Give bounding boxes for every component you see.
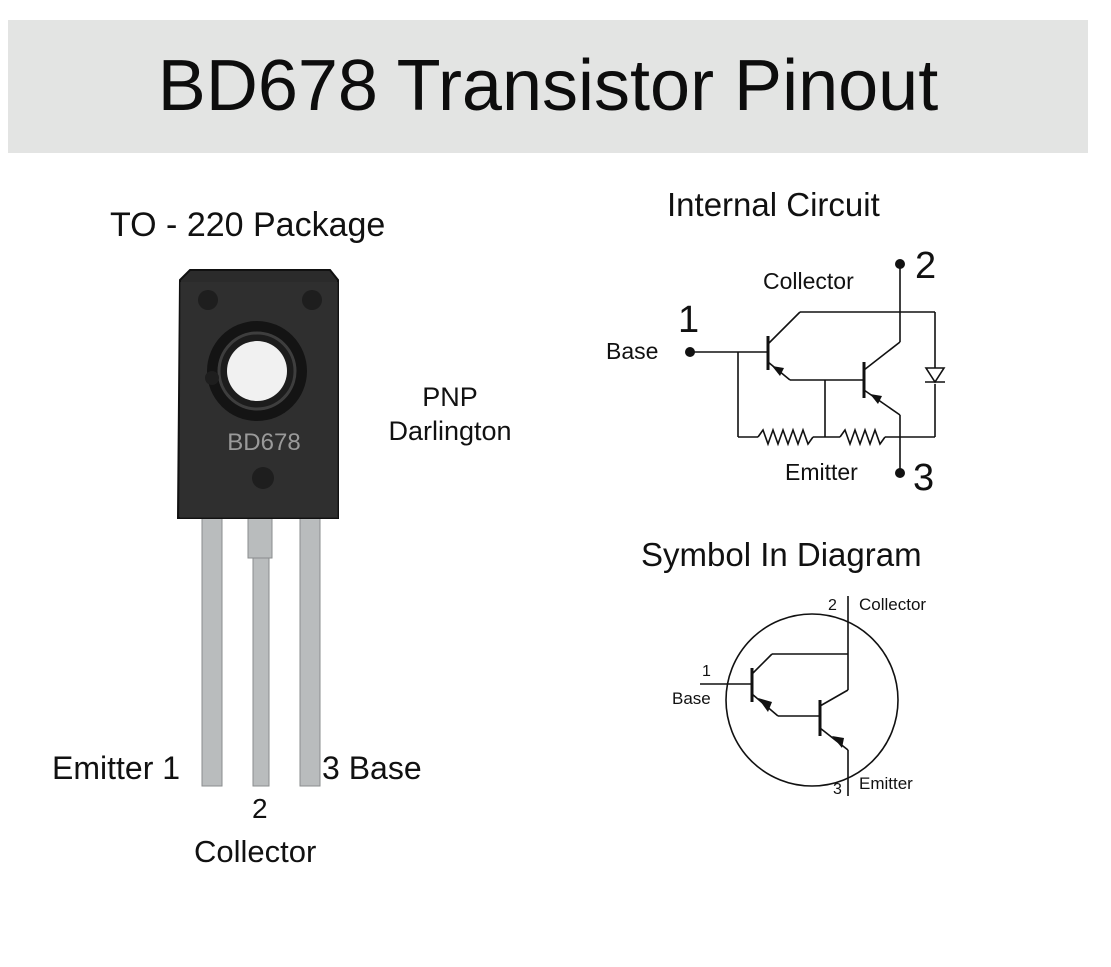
symbol-emitter-number: 3	[833, 781, 842, 798]
symbol-q2-arrow	[832, 736, 844, 748]
pin-collector-number: 2	[252, 793, 268, 824]
to-package-drawing: BD678	[176, 269, 339, 787]
base-terminal	[685, 347, 695, 357]
ic-emitter-label: Emitter	[785, 459, 858, 485]
pin-3	[299, 507, 321, 787]
mounting-hole	[227, 341, 287, 401]
type-line-1: PNP	[422, 382, 478, 412]
symbol-envelope	[725, 613, 899, 787]
symbol-base-number: 1	[702, 663, 711, 680]
pin-collector-label: Collector	[194, 834, 317, 869]
ic-base-number: 1	[678, 299, 699, 341]
package-title: TO - 220 Package	[110, 206, 386, 244]
collector-terminal	[895, 259, 905, 269]
symbol-q1-arrow	[758, 698, 772, 712]
q1-emitter-arrow	[772, 366, 784, 376]
pin-2-lower	[252, 557, 270, 787]
emitter-terminal	[895, 468, 905, 478]
pin-emitter-label: Emitter 1	[52, 750, 181, 786]
package-marking: BD678	[227, 429, 300, 456]
title-band: BD678 Transistor Pinout	[8, 20, 1088, 153]
symbol-collector-number: 2	[828, 597, 837, 614]
circuit-wires	[690, 262, 936, 473]
pins	[201, 507, 321, 787]
internal-circuit-title: Internal Circuit	[667, 186, 880, 223]
ic-collector-label: Collector	[763, 268, 854, 294]
type-line-2: Darlington	[388, 416, 512, 446]
symbol-wires	[700, 596, 849, 796]
ic-collector-number: 2	[915, 245, 936, 287]
ic-base-label: Base	[606, 338, 658, 364]
transistor-type: PNP Darlington	[380, 380, 520, 448]
symbol-title: Symbol In Diagram	[641, 536, 922, 573]
ic-emitter-number: 3	[913, 457, 934, 499]
page-title: BD678 Transistor Pinout	[157, 46, 939, 126]
internal-circuit-diagram: Base 1 Collector 2 Emitter 3	[606, 245, 946, 499]
q2-emitter-arrow	[870, 394, 882, 404]
symbol-collector-label: Collector	[859, 595, 926, 614]
symbol-emitter-label: Emitter	[859, 774, 913, 793]
symbol-base-label: Base	[672, 689, 711, 708]
diode-symbol	[924, 367, 946, 384]
pin-1	[201, 507, 223, 787]
symbol-diagram: 2 Collector 1 Base 3 Emitter	[672, 595, 926, 798]
pin-base-label: 3 Base	[322, 750, 422, 786]
